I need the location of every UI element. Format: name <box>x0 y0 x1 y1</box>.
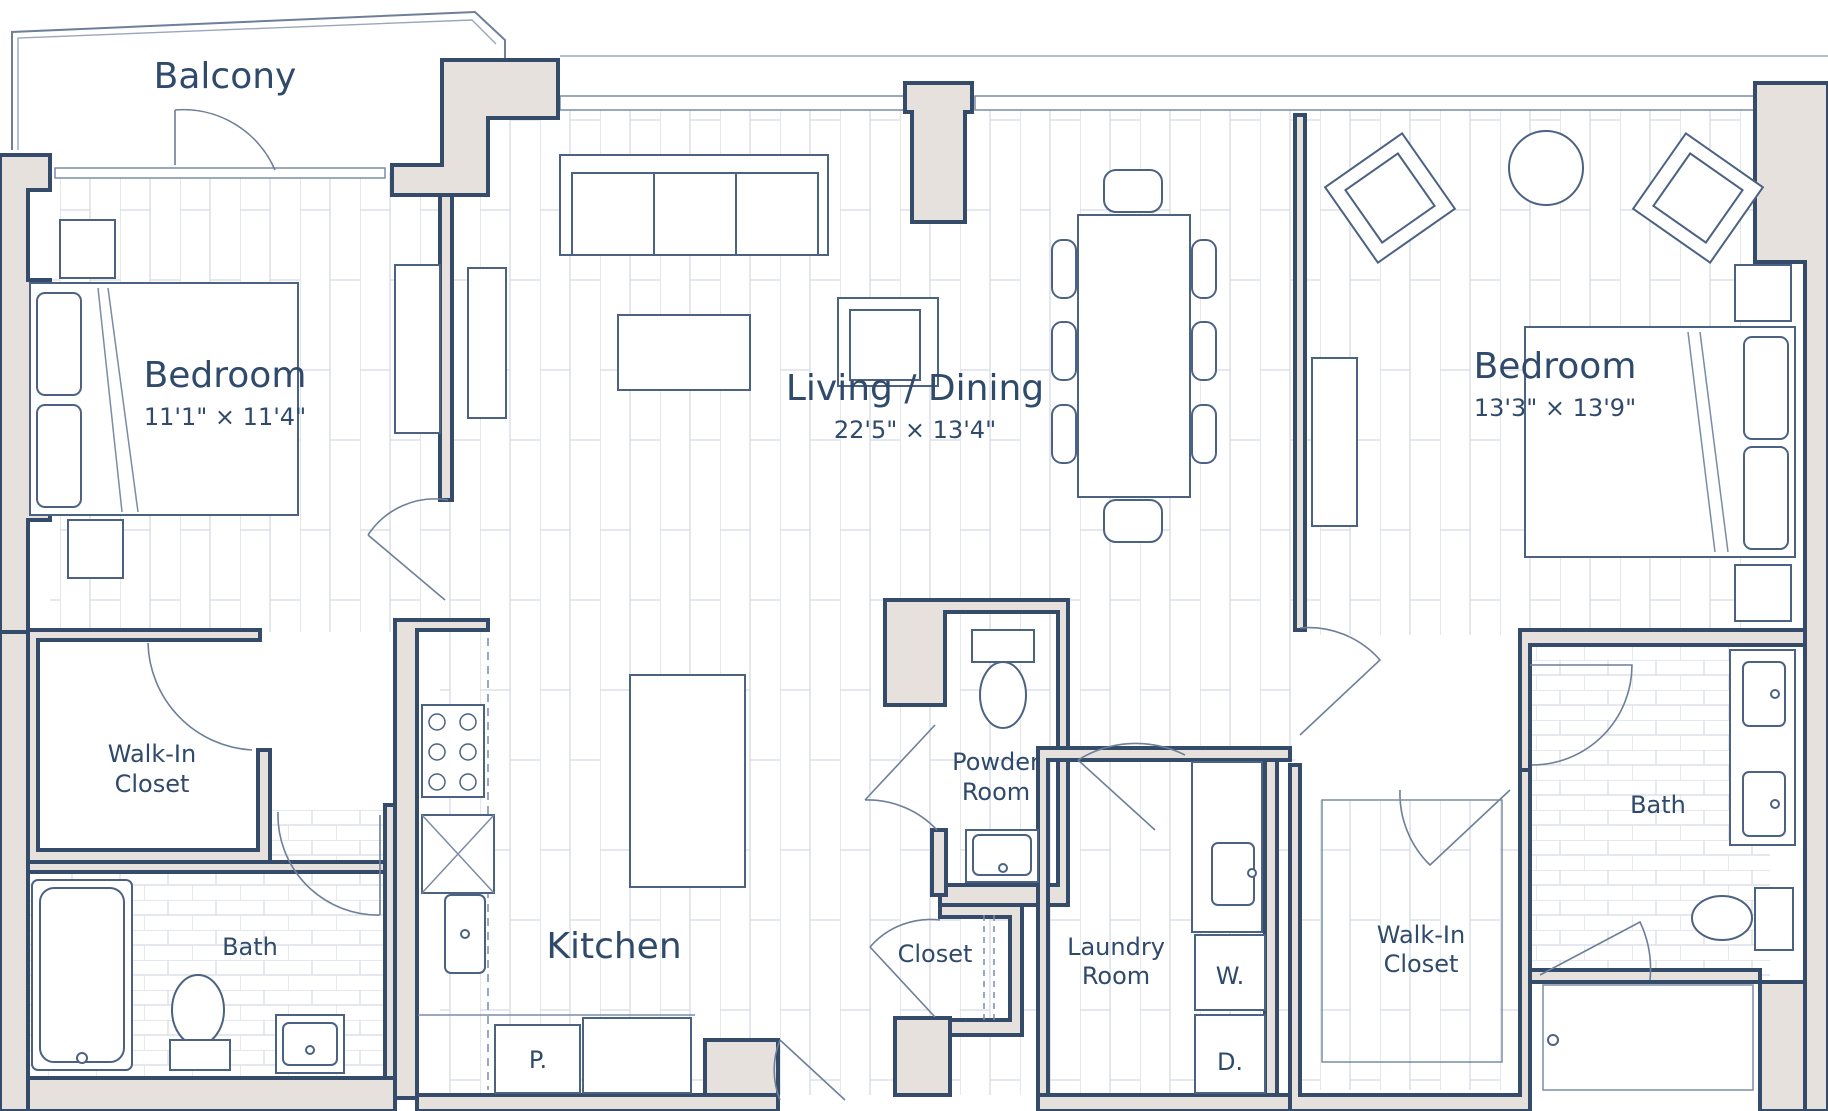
laundry-fixtures <box>1191 761 1266 1094</box>
kitchen-label: Kitchen <box>546 926 681 967</box>
living-dining-label: Living / Dining <box>786 368 1044 409</box>
washer-label: W. <box>1216 962 1245 990</box>
bedroom-right-size: 13'3" × 13'9" <box>1474 394 1636 422</box>
laundry-label-line1: Laundry <box>1067 933 1165 961</box>
walkin-left-label-line1: Walk-In <box>108 740 196 768</box>
dryer-label: D. <box>1217 1048 1243 1076</box>
walkin-right-label-line2: Closet <box>1384 950 1459 978</box>
bedroom-right-label: Bedroom <box>1474 346 1637 387</box>
powder-room-fixtures <box>965 629 1039 883</box>
living-dining-furniture <box>559 154 1358 543</box>
bedroom-left-size: 11'1" × 11'4" <box>144 403 306 431</box>
powder-room-label-line2: Room <box>962 778 1030 806</box>
right-bedroom-furniture <box>1323 130 1796 622</box>
closet-label: Closet <box>898 940 973 968</box>
walls <box>0 58 1828 1111</box>
living-dining-size: 22'5" × 13'4" <box>834 416 996 444</box>
powder-room-label-line1: Powder <box>952 748 1040 776</box>
laundry-label-line2: Room <box>1082 962 1150 990</box>
right-bath-fixtures <box>1542 649 1796 1091</box>
left-bedroom-furniture <box>29 219 507 579</box>
closet-fixtures <box>983 915 995 1025</box>
kitchen-fixtures <box>418 638 746 1094</box>
walkin-right-label-line1: Walk-In <box>1377 921 1465 949</box>
walkin-left-label-line2: Closet <box>115 770 190 798</box>
bath-left-label: Bath <box>222 933 278 961</box>
pantry-label: P. <box>529 1046 547 1074</box>
bath-right-label: Bath <box>1630 791 1686 819</box>
room-labels: Balcony Bedroom 11'1" × 11'4" Living / D… <box>108 56 1686 1076</box>
bedroom-left-label: Bedroom <box>144 355 307 396</box>
right-walkin-fixtures <box>1321 799 1503 1063</box>
left-bath-fixtures <box>31 879 345 1074</box>
balcony-label: Balcony <box>154 56 297 97</box>
